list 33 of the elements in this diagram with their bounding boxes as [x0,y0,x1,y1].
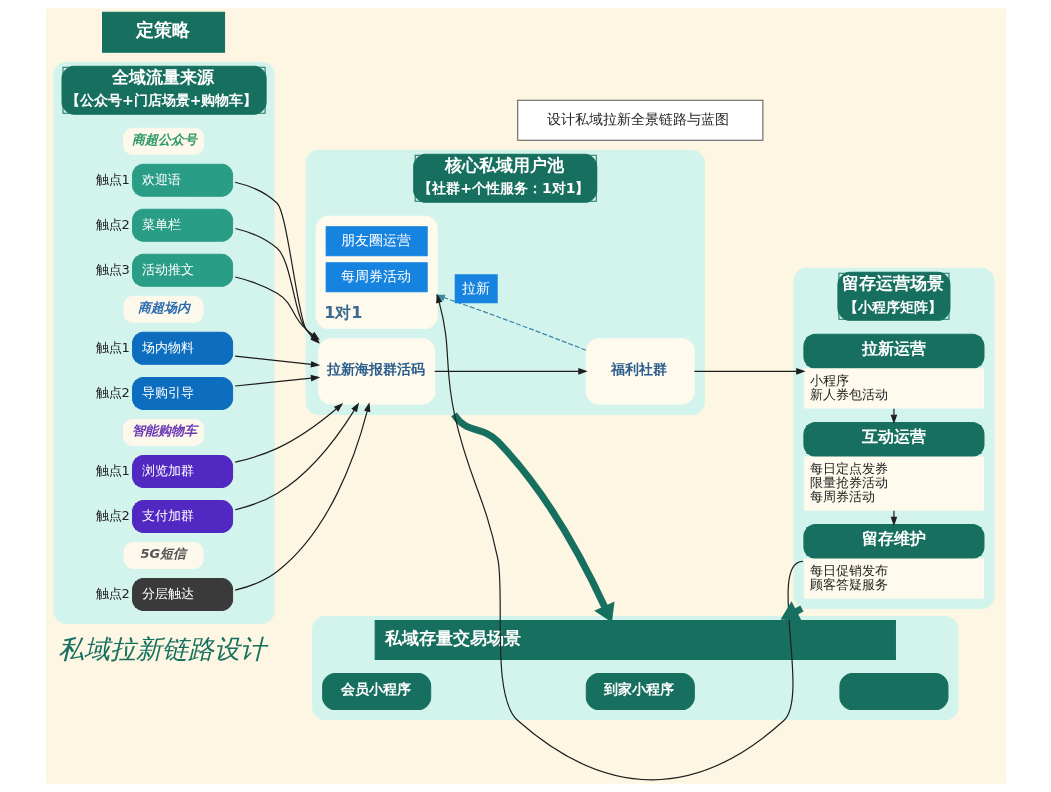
node-box: 到家小程序 [585,673,695,711]
arrow [435,294,587,351]
node-label: 触点2 [95,216,130,232]
arrow [234,355,320,368]
node-box: 商超公众号 [122,127,204,155]
node-label: 触点3 [95,261,130,277]
arrow [234,402,370,591]
node-box [838,673,948,711]
node-box: 朋友圈运营 [325,226,428,257]
edge-label: 拉新 [461,280,490,297]
node-box: 商超场内 [123,295,204,323]
node-label: 触点1 [95,339,130,355]
node-label: 触点2 [95,507,130,523]
node-label: 触点1 [95,462,130,478]
arrow [234,374,320,387]
node-box: 5G短信 [123,541,204,569]
arrow [890,408,897,425]
node-label: 触点1 [95,171,130,187]
arrow [693,368,806,375]
arrow [433,368,588,375]
node-box: 定策略 [101,11,225,53]
arrow [234,403,343,463]
node-box: 智能购物车 [122,418,204,446]
node-box: 拉新海报群活码 [317,338,435,405]
node-box: 会员小程序 [321,673,431,711]
node-box: 设计私域拉新全景链路与蓝图 [516,99,763,141]
node-box: 福利社群 [585,338,695,405]
arrow [450,411,614,623]
node-box: 每周券活动 [325,262,428,293]
node-label: 触点2 [95,384,130,400]
arrow [890,510,897,527]
arrow [234,402,359,511]
node-label: 触点2 [95,585,130,601]
